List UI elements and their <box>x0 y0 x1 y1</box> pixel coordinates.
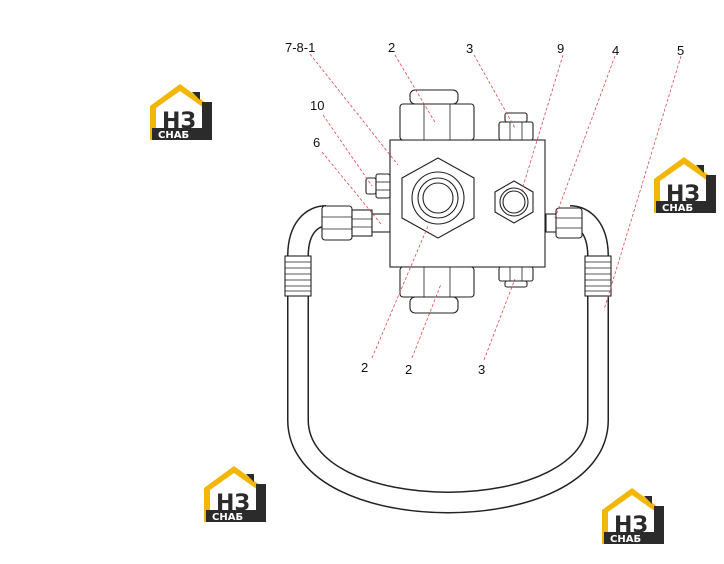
callout-7-8-1: 7-8-1 <box>285 40 315 55</box>
front-small-hex-plug <box>494 180 534 224</box>
callout-6: 6 <box>313 135 320 150</box>
watermark-logo: НЗ СНАБ <box>654 157 716 214</box>
left-bleed-plug <box>365 173 391 199</box>
callout-2-bottom: 2 <box>405 362 412 377</box>
watermark-logo: НЗ СНАБ <box>150 84 212 141</box>
callout-2-top: 2 <box>388 40 395 55</box>
logo-caption: СНАБ <box>158 130 189 141</box>
left-hose-fitting <box>321 205 391 241</box>
leader-lines <box>309 53 682 361</box>
front-hex-port <box>401 157 475 239</box>
watermark-logo: НЗ СНАБ <box>602 488 664 545</box>
hose-ferrule-left <box>284 255 312 297</box>
watermark-logo: НЗ СНАБ <box>204 466 266 523</box>
callout-10: 10 <box>310 98 324 113</box>
bottom-hex-nut <box>399 266 475 314</box>
bottom-small-plug <box>498 266 534 288</box>
hose-ferrule-right <box>584 255 612 297</box>
callout-3-top: 3 <box>466 41 473 56</box>
logo-caption: СНАБ <box>212 512 243 523</box>
logo-caption: СНАБ <box>662 203 693 214</box>
right-hose-fitting <box>545 207 583 239</box>
top-small-plug <box>498 112 534 141</box>
callout-5: 5 <box>677 43 684 58</box>
callout-2-left: 2 <box>361 360 368 375</box>
callout-9: 9 <box>557 41 564 56</box>
callout-3-bottom: 3 <box>478 362 485 377</box>
top-hex-nut <box>399 89 475 141</box>
logo-caption: СНАБ <box>610 534 641 545</box>
callout-4: 4 <box>612 43 619 58</box>
